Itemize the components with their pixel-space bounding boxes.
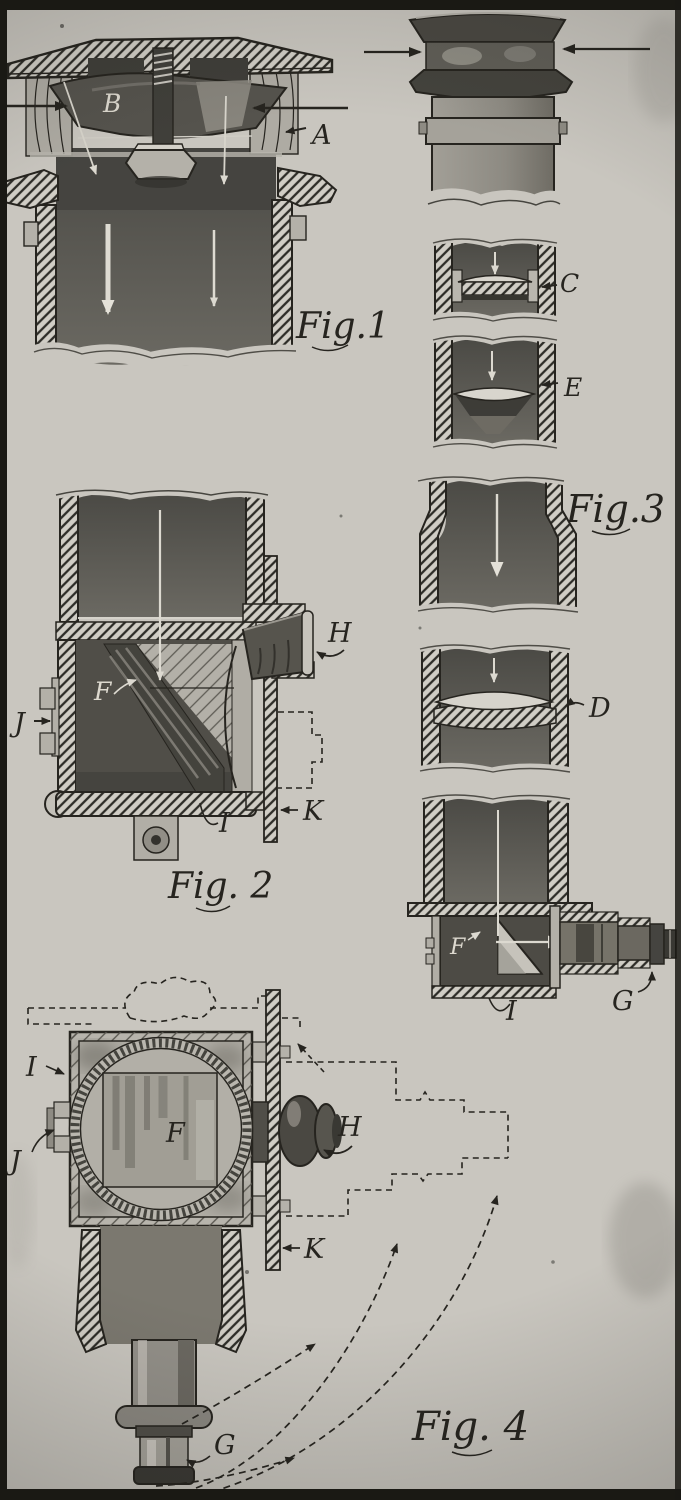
engraving-plate: B A Fig.1 C [0, 0, 681, 1500]
plate-border-frame [0, 0, 681, 1500]
plate-svg: B A Fig.1 C [0, 0, 681, 1500]
vignette-overlay [0, 0, 681, 1500]
